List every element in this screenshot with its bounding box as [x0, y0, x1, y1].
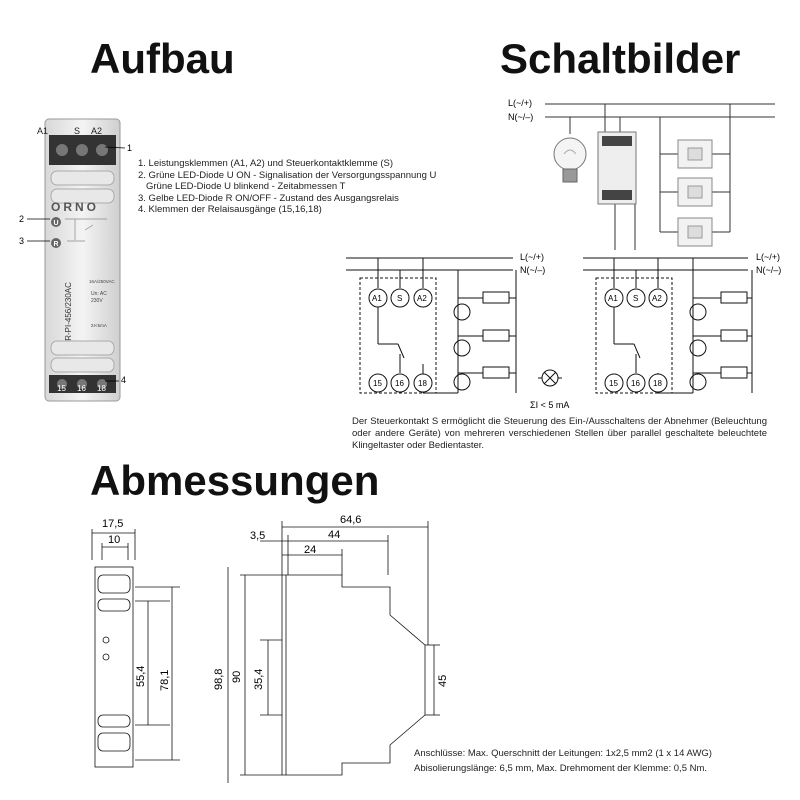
dim-side-offset: 3,5	[250, 530, 265, 542]
device-mini-schematic-icon	[65, 218, 107, 242]
push-button-icon	[677, 177, 713, 207]
device-illustration: A1 S A2 ORNO U R OR-PI-456/230AC 16A/250…	[19, 118, 132, 402]
terminal-label-s: S	[74, 126, 80, 136]
heading-aufbau: Aufbau	[90, 35, 235, 82]
dim-side-h90: 90	[231, 671, 243, 683]
callout-3: 3	[19, 236, 24, 246]
dim-side-total-depth: 64,6	[340, 514, 361, 526]
sch-right-l-label: L(~/+)	[756, 252, 780, 262]
device-supply-label: Un: AC	[91, 291, 107, 297]
sch-right-16: 16	[631, 379, 640, 388]
led-u-label: U	[54, 220, 59, 227]
legend-item: 3. Gelbe LED-Diode R ON/OFF - Zustand de…	[138, 192, 399, 204]
sch-left-a2: A2	[417, 294, 427, 303]
sch-right-15: 15	[609, 379, 618, 388]
footer-line-2: Abisolierungslänge: 6,5 mm, Max. Drehmom…	[414, 763, 708, 774]
dim-front-h1: 55,4	[135, 666, 147, 687]
side-view-drawing: 64,6 3,5 44 24 98,8 90 35,4 45	[213, 514, 449, 783]
dim-front-inner: 10	[108, 534, 120, 546]
dim-side-h35: 35,4	[253, 669, 265, 690]
sch-left-a1: A1	[372, 294, 382, 303]
footer-line-1: Anschlüsse: Max. Querschnitt der Leitung…	[414, 748, 712, 759]
sch-right-18: 18	[653, 379, 662, 388]
callout-4: 4	[121, 375, 126, 385]
wiring-overview-diagram: L(~/+) N(~/–)	[508, 98, 775, 250]
callout-2: 2	[19, 214, 24, 224]
line-n-label: N(~/–)	[508, 112, 533, 122]
sch-left-18: 18	[418, 379, 427, 388]
heading-schaltbilder: Schaltbilder	[500, 35, 741, 82]
schematic-left	[346, 257, 517, 394]
legend-item: 1. Leistungsklemmen (A1, A2) und Steuerk…	[138, 158, 394, 169]
legend-item: Grüne LED-Diode U blinkend - Zeitabmesse…	[146, 181, 346, 192]
terminal-label-a2: A2	[91, 126, 102, 136]
terminal-label-15: 15	[57, 384, 66, 393]
device-model-text: OR-PI-456/230AC	[64, 282, 73, 347]
bulb-icon	[553, 137, 587, 183]
led-r-icon	[51, 238, 61, 248]
dim-side-h98: 98,8	[213, 669, 225, 690]
legend-list: 1. Leistungsklemmen (A1, A2) und Steuerk…	[138, 158, 468, 216]
sch-left-l-label: L(~/+)	[520, 252, 544, 262]
footer-notes: Anschlüsse: Max. Querschnitt der Leitung…	[414, 746, 784, 776]
terminal-label-16: 16	[77, 384, 86, 393]
push-button-icon	[677, 217, 713, 247]
led-r-label: R	[54, 241, 59, 248]
sch-right-a1: A1	[608, 294, 618, 303]
sch-left-15: 15	[373, 379, 382, 388]
device-rating-text: 16A/250VAC	[89, 279, 115, 284]
brand-logo: ORNO	[51, 200, 99, 214]
line-l-label: L(~/+)	[508, 98, 532, 108]
dim-front-h2: 78,1	[159, 670, 171, 691]
sch-left-n-label: N(~/–)	[520, 265, 545, 275]
schematic-diagrams: A1 S A2 15 16 18 L(~/+) N(~/–) ΣI < 5 mA	[346, 252, 781, 410]
device-small-label: ΣI<5mA	[91, 323, 107, 328]
sch-right-n-label: N(~/–)	[756, 265, 781, 275]
terminal-label-a1: A1	[37, 126, 48, 136]
legend-item: 4. Klemmen der Relaisausgänge (15,16,18)	[138, 204, 322, 215]
sch-right-s: S	[633, 294, 638, 303]
dim-side-d24: 24	[304, 544, 316, 556]
device-supply-value: 230V	[91, 298, 103, 304]
sch-left-16: 16	[395, 379, 404, 388]
dim-front-width: 17,5	[102, 518, 123, 530]
dim-side-d44: 44	[328, 529, 340, 541]
heading-abmessungen: Abmessungen	[90, 457, 380, 504]
callout-1: 1	[127, 143, 132, 153]
sch-left-s: S	[397, 294, 402, 303]
legend-item: 2. Grüne LED-Diode U ON - Signalisation …	[138, 169, 437, 181]
lamp-symbol-icon	[538, 369, 562, 387]
schematic-note: Der Steuerkontakt S ermöglicht die Steue…	[352, 416, 767, 451]
front-view-drawing: 17,5 10 55,4 78,1	[91, 518, 180, 768]
current-limit-text: ΣI < 5 mA	[530, 400, 569, 410]
led-u-icon	[51, 217, 61, 227]
dim-side-h45: 45	[437, 675, 449, 687]
sch-right-a2: A2	[652, 294, 662, 303]
terminal-label-18: 18	[97, 384, 106, 393]
schematic-right	[583, 257, 753, 394]
push-button-icon	[677, 139, 713, 169]
